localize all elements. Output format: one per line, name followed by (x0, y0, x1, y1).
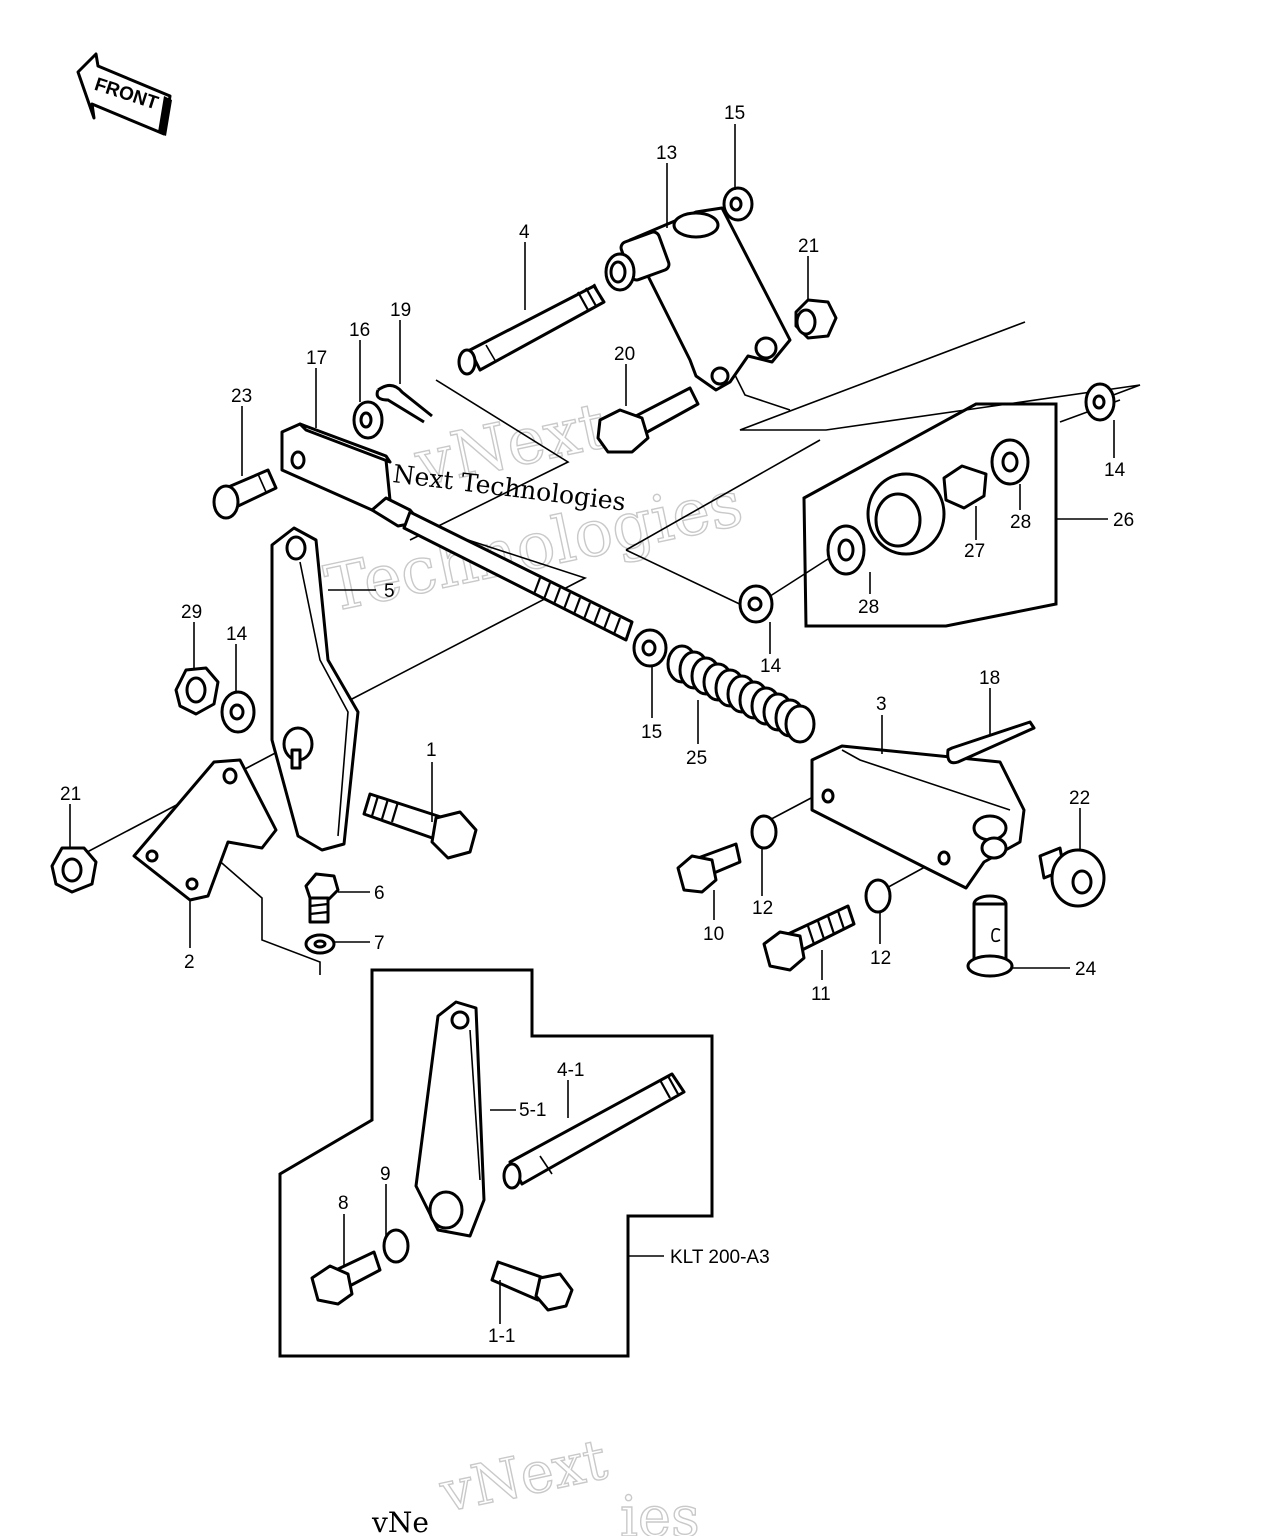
part-4-shaft (457, 283, 606, 376)
part-16-washer (352, 400, 384, 440)
callout-22: 22 (1069, 788, 1090, 809)
part-26-roller-assembly (802, 402, 1058, 628)
part-5-lever (270, 526, 360, 852)
callout-3: 3 (876, 694, 887, 715)
part-18-cotter-pin (946, 720, 1036, 765)
callout-26: 26 (1113, 510, 1134, 531)
callout-10: 10 (703, 924, 724, 945)
front-arrow: FRONT (76, 52, 172, 136)
part-2-bracket (132, 758, 278, 902)
part-15-washer-top (722, 186, 754, 222)
part-23-pin (212, 468, 278, 520)
part-1-bolt (362, 792, 478, 860)
callout-29: 29 (181, 602, 202, 623)
callout-5-1: 5-1 (519, 1100, 546, 1121)
part-14-washer-left (220, 690, 256, 734)
part-12-washer-top (750, 814, 778, 850)
part-10-bolt (676, 842, 742, 894)
callout-28a: 28 (1010, 512, 1031, 533)
part-13-link (604, 206, 792, 392)
callout-12b: 12 (870, 948, 891, 969)
callout-1-1: 1-1 (488, 1326, 515, 1347)
callout-4: 4 (519, 222, 530, 243)
part-19-clip (375, 384, 433, 424)
callout-9: 9 (380, 1164, 391, 1185)
part-7-washer (304, 933, 336, 955)
callout-5: 5 (384, 581, 395, 602)
callout-20: 20 (614, 344, 635, 365)
callout-24: 24 (1075, 959, 1097, 980)
callout-1: 1 (426, 740, 437, 761)
part-6-bolt (304, 872, 340, 924)
watermark-bottom-c: ies (620, 1485, 700, 1536)
callout-28b: 28 (858, 597, 879, 618)
leader-lines (69, 124, 1115, 1324)
callouts: 1 1-1 2 3 4 4-1 5 5-1 6 7 8 9 10 11 12 1… (60, 103, 1134, 1347)
callout-23: 23 (231, 386, 252, 407)
part-24-pin (966, 894, 1014, 978)
callout-11: 11 (811, 984, 831, 1005)
part-20-bolt (596, 386, 700, 454)
callout-15a: 15 (724, 103, 745, 124)
variant-label: KLT 200-A3 (670, 1247, 770, 1268)
callout-15b: 15 (641, 722, 662, 743)
callout-12a: 12 (752, 898, 773, 919)
callout-6: 6 (374, 883, 385, 904)
part-12-washer-bottom (864, 878, 892, 914)
part-29-nut (174, 666, 220, 716)
part-15-washer-middle (632, 628, 668, 668)
threaded-rod (402, 510, 634, 642)
part-22-cap (1038, 846, 1106, 908)
callout-14b: 14 (760, 656, 782, 677)
part-3-bracket (810, 744, 1026, 890)
part-11-bolt (762, 904, 856, 972)
watermark-bottom-a: vNext (434, 1427, 613, 1526)
klt-variant-box (278, 968, 714, 1358)
callout-25: 25 (686, 748, 707, 769)
callout-18: 18 (979, 668, 1000, 689)
callout-17: 17 (306, 348, 327, 369)
callout-2: 2 (184, 952, 195, 973)
callout-14a: 14 (226, 624, 248, 645)
callout-4-1: 4-1 (557, 1060, 584, 1081)
part-17-clevis (280, 422, 422, 528)
callout-21b: 21 (60, 784, 81, 805)
callout-13: 13 (656, 143, 677, 164)
callout-21a: 21 (798, 236, 819, 257)
part-14-washer-top-right (1084, 382, 1116, 422)
watermark-bottom-b: vNe (371, 1506, 429, 1536)
callout-14c: 14 (1104, 460, 1126, 481)
callout-8: 8 (338, 1193, 349, 1214)
callout-7: 7 (374, 933, 385, 954)
part-21-nut-top (794, 298, 838, 340)
callout-27: 27 (964, 541, 985, 562)
part-21-nut-left (50, 846, 98, 894)
callout-19: 19 (390, 300, 411, 321)
callout-16: 16 (349, 320, 370, 341)
part-14-washer-lower (738, 584, 774, 624)
part-25-spring (666, 644, 816, 744)
